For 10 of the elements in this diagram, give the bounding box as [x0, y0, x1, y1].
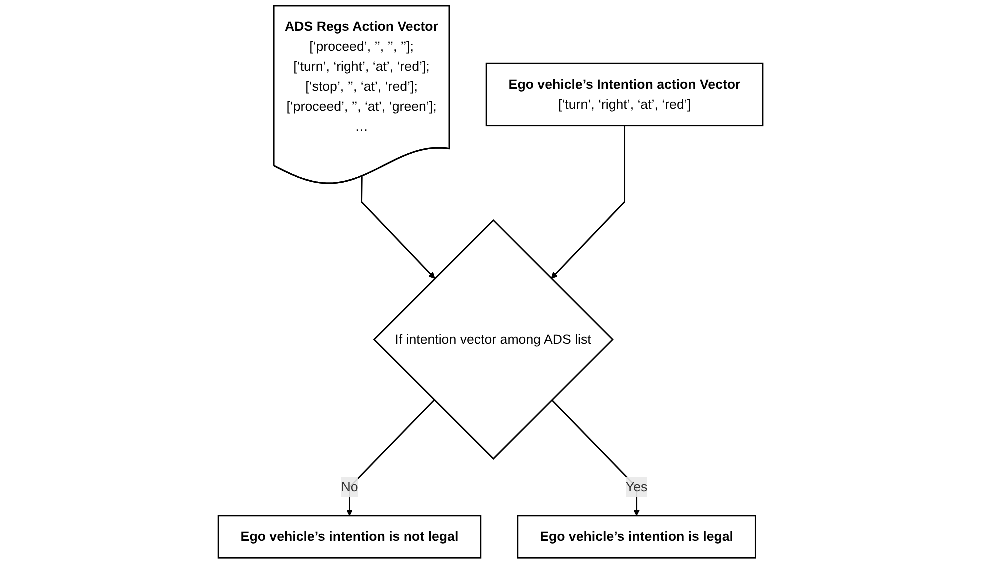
edge-label: Yes [626, 480, 648, 494]
arrow [552, 400, 640, 516]
edge-label: No [341, 480, 358, 494]
arrow [361, 176, 436, 280]
node-diamond: If intention vector among ADS list [374, 219, 614, 460]
node-box: Ego vehicle’s Intention action Vector [‘turn’, ‘right’, ‘at’, ‘red’] [486, 62, 764, 127]
node-box: Ego vehicle’s intention is not legal [218, 515, 482, 559]
node-box: Ego vehicle’s intention is legal [517, 515, 757, 559]
arrow [551, 126, 626, 280]
arrow [346, 400, 436, 516]
